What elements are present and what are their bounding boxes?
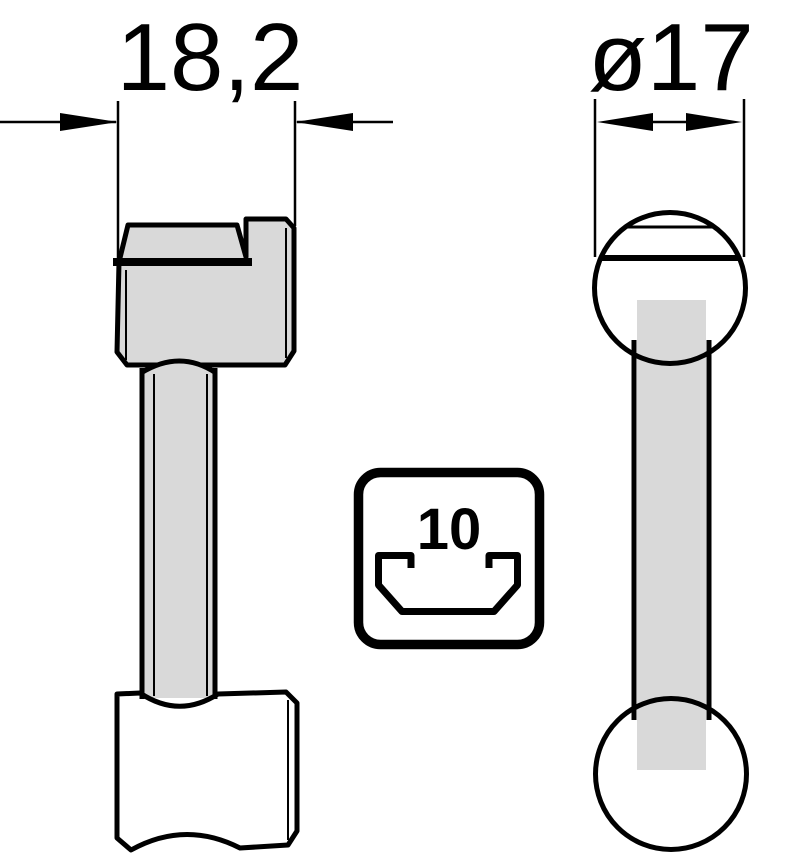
shaft-front-fill	[637, 300, 706, 770]
groove-size-icon: 10	[353, 467, 545, 650]
width-dimension-label: 18,2	[117, 4, 304, 111]
width-dimension: 18,2	[0, 4, 393, 261]
shaft-head-fillet-arc	[139, 358, 218, 376]
bolt-side-view	[113, 216, 300, 853]
diameter-dimension-label: ø17	[588, 4, 753, 111]
bolt-front-view	[592, 210, 749, 852]
groove-size-label: 10	[417, 497, 482, 562]
shaft-side-fill	[144, 362, 214, 698]
width-dim-arrowhead-left-icon	[60, 113, 118, 131]
dia-dim-arrowhead-right-icon	[686, 113, 742, 131]
head-front-circle	[592, 210, 748, 366]
width-dim-arrowhead-right-icon	[295, 113, 353, 131]
diameter-dimension: ø17	[588, 4, 754, 257]
foot-front-circle	[593, 696, 749, 852]
groove-profile-icon	[375, 552, 521, 615]
dia-dim-arrowhead-left-icon	[597, 113, 653, 131]
foot-side-outline	[114, 689, 300, 853]
groove-icon-frame	[353, 467, 545, 650]
head-side-outline	[114, 216, 297, 368]
